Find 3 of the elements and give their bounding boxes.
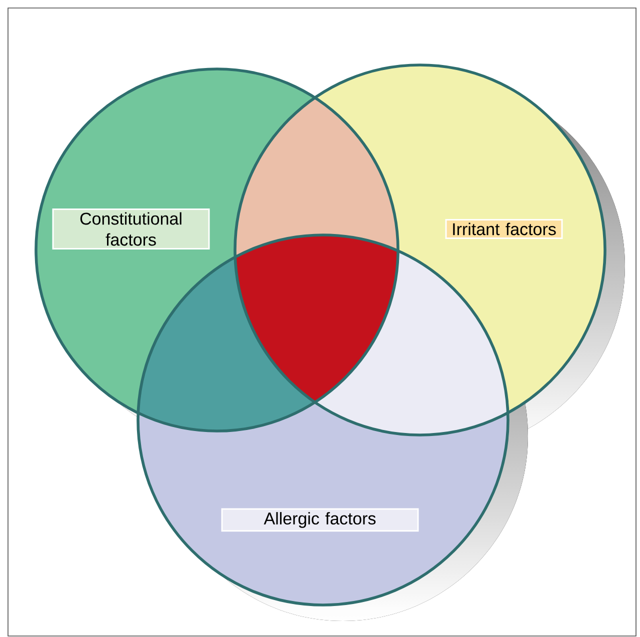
label-box: Constitutional factors xyxy=(52,208,210,250)
label-box: Irritant factors xyxy=(445,219,563,239)
label-box: Allergic factors xyxy=(221,508,419,532)
